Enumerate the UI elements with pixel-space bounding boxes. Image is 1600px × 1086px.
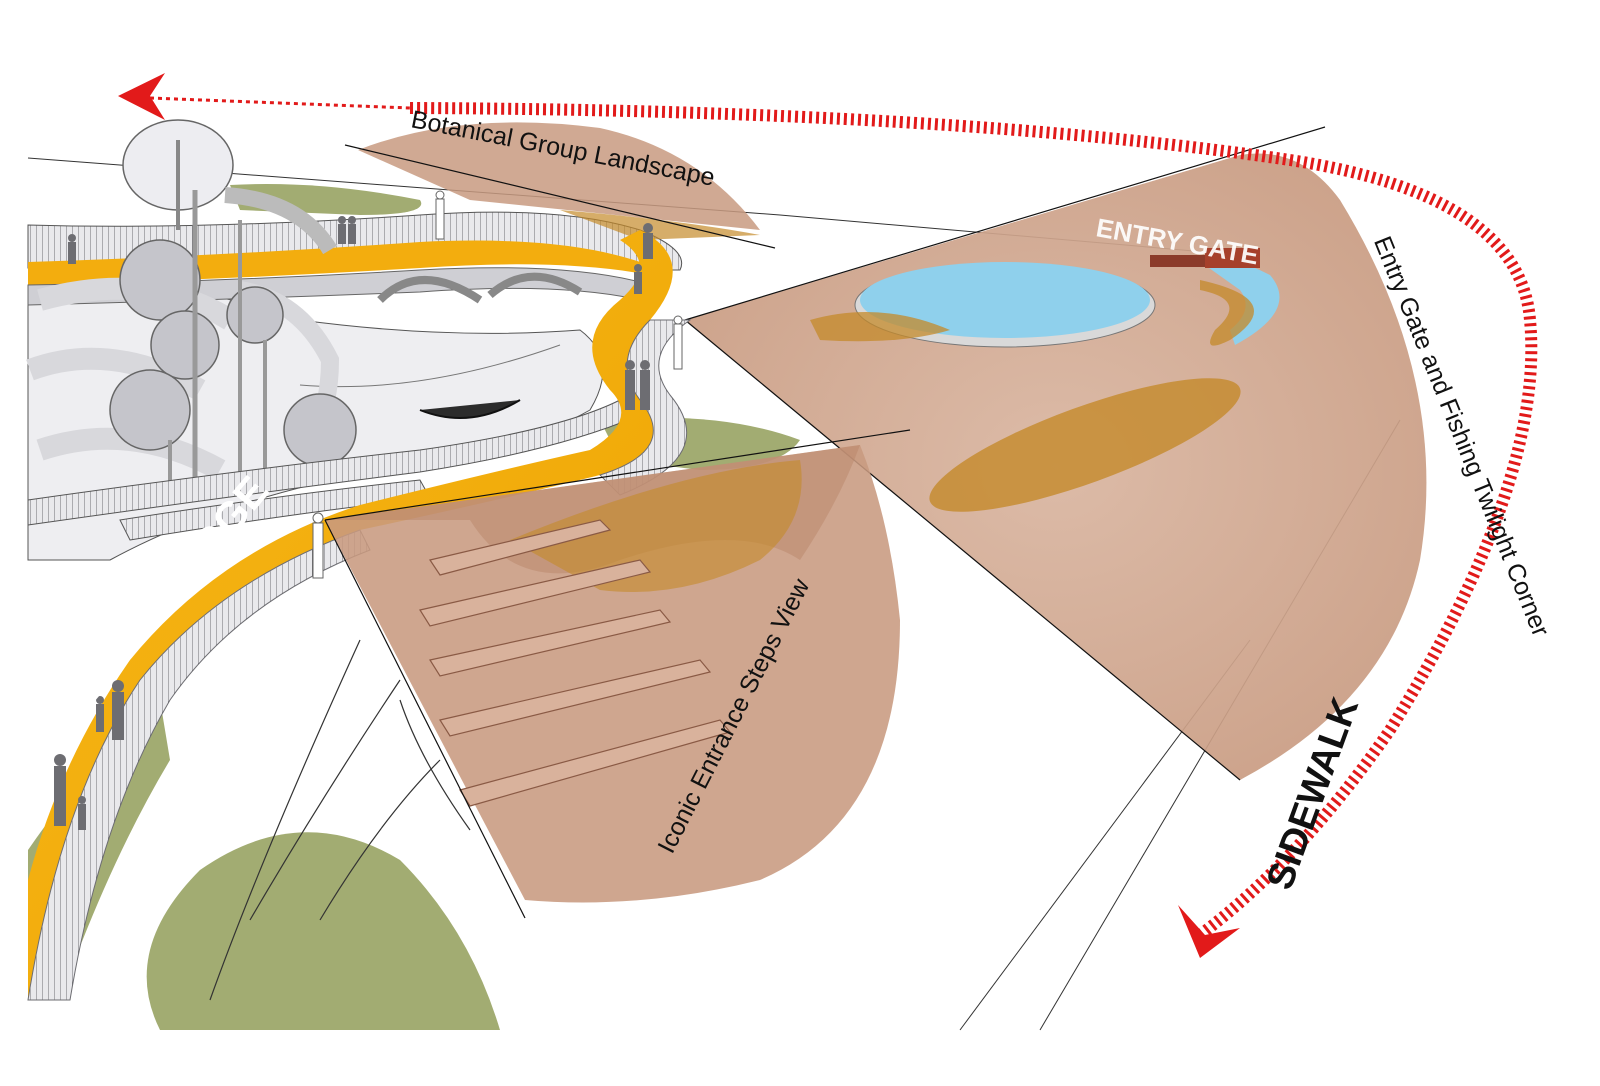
chevron-left-icon (118, 73, 165, 120)
people-outlines (312, 190, 683, 579)
terrace-steps (209, 639, 471, 1001)
view-cone-iconic-steps (324, 429, 911, 919)
view-cone-entry-gate (684, 126, 1427, 781)
people-silhouettes (54, 216, 653, 830)
circulation-path (118, 73, 1538, 958)
playground-structure (26, 119, 357, 490)
chevron-down-icon (1178, 905, 1240, 958)
view-cone-botanical (344, 122, 776, 249)
